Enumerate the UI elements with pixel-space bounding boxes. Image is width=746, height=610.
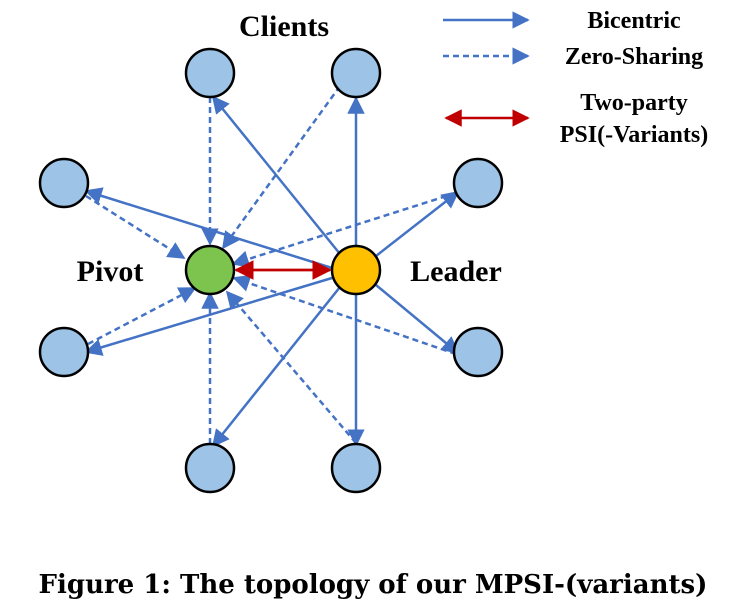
figure-caption: Figure 1: The topology of our MPSI-(vari… [39, 570, 708, 600]
bicentric-edge-lower-right [375, 284, 460, 355]
client-node-bottom-left [184, 442, 236, 494]
legend-bicentric-label: Bicentric [587, 8, 681, 34]
bicentric-edge-bottom-left [211, 286, 341, 448]
bicentric-edge-lower-left [84, 276, 333, 356]
client-node-top-left [184, 47, 236, 99]
leader-node [330, 244, 382, 296]
bicentric-edge-top-left [211, 95, 341, 255]
pivot-label: Pivot [77, 255, 144, 288]
bicentric-edge-upper-left [84, 187, 333, 270]
clients-label: Clients [239, 10, 329, 43]
zero-sharing-edge-lower-left [87, 286, 197, 346]
legend-psi-label-line2: PSI(-Variants) [560, 122, 708, 148]
zero-sharing-edge-upper-right [231, 191, 457, 268]
client-node-top-right [330, 47, 382, 99]
bicentric-edges [84, 95, 460, 448]
client-node-lower-right [452, 326, 504, 378]
client-node-upper-right [452, 157, 504, 209]
client-node-lower-left [38, 326, 90, 378]
pivot-node [184, 244, 236, 296]
client-node-upper-left [38, 157, 90, 209]
legend-psi-label-line1: Two-party [580, 90, 688, 116]
leader-label: Leader [410, 255, 502, 288]
zero-sharing-edges [85, 85, 457, 444]
legend-zero-sharing-label: Zero-Sharing [565, 44, 703, 70]
zero-sharing-edge-bottom-right [225, 290, 357, 444]
zero-sharing-edge-lower-right [232, 274, 457, 356]
bicentric-edge-upper-right [375, 190, 460, 257]
client-node-bottom-right [330, 442, 382, 494]
legend: Bicentric Zero-Sharing Two-party PSI(-Va… [443, 8, 708, 148]
zero-sharing-edge-top-right [221, 85, 342, 250]
client-nodes [38, 47, 504, 494]
